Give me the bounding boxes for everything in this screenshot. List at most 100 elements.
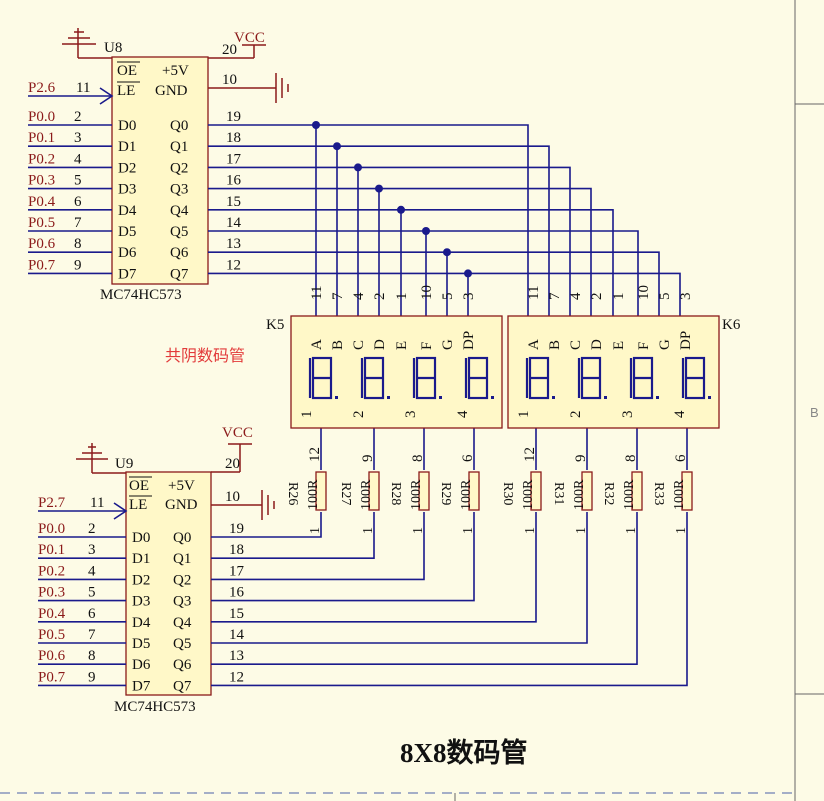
input-pin-number: 7 bbox=[74, 215, 82, 231]
u8-output-trace bbox=[208, 230, 639, 316]
resistor-body bbox=[315, 471, 327, 511]
input-pin-name: D4 bbox=[132, 615, 151, 631]
segment-pin-number: 7 bbox=[547, 292, 563, 300]
input-pin-name: D5 bbox=[118, 224, 136, 240]
input-net-label: P0.2 bbox=[28, 151, 55, 167]
resistor-ref: R26 bbox=[285, 482, 300, 505]
segment-pin-number: 4 bbox=[351, 292, 367, 300]
digit-glyph bbox=[412, 356, 442, 400]
input-net-label: P0.5 bbox=[28, 215, 55, 231]
resistor-body bbox=[368, 471, 380, 511]
segment-pin-number: 11 bbox=[309, 286, 325, 300]
decimal-point bbox=[491, 396, 494, 399]
junction-dot bbox=[375, 184, 383, 193]
digit-pin-number: 9 bbox=[360, 455, 376, 463]
margin-zone-label: B bbox=[810, 405, 819, 420]
resistor-ref: R30 bbox=[500, 482, 515, 505]
pwr-pin-number: 20 bbox=[222, 42, 237, 58]
u8-ref: U8 bbox=[104, 40, 122, 56]
output-pin-name: Q3 bbox=[170, 182, 188, 198]
output-pin-number: 12 bbox=[226, 257, 241, 273]
resistor-ref: R33 bbox=[651, 482, 666, 505]
input-net-label: P0.1 bbox=[38, 542, 65, 558]
resistor-pin-1: 1 bbox=[361, 527, 376, 534]
resistor-value: 100R bbox=[409, 479, 424, 510]
digit-glyph bbox=[525, 356, 555, 400]
u9-output-trace bbox=[211, 512, 475, 602]
digit-common-label: 1 bbox=[299, 411, 315, 419]
output-pin-name: Q2 bbox=[170, 160, 188, 176]
digit-pin-number: 12 bbox=[307, 447, 323, 462]
segment-name: F bbox=[636, 342, 652, 350]
junction-dot bbox=[333, 142, 341, 151]
output-pin-number: 13 bbox=[229, 648, 244, 664]
segment-pin-number: 1 bbox=[394, 293, 410, 301]
resistor-pin-1: 1 bbox=[574, 527, 589, 534]
input-pin-number: 8 bbox=[88, 648, 96, 664]
output-pin-number: 14 bbox=[229, 627, 245, 643]
u9-gnd-label: GND bbox=[165, 497, 198, 513]
segment-name: D bbox=[372, 339, 388, 350]
digit-common-label: 3 bbox=[620, 411, 636, 419]
pwr-pin-number: 20 bbox=[225, 456, 240, 472]
k5-ref: K5 bbox=[266, 317, 284, 333]
input-net-label: P0.7 bbox=[38, 669, 66, 685]
u8-gnd-label: GND bbox=[155, 83, 188, 99]
input-pin-name: D5 bbox=[132, 636, 150, 652]
digit-glyph bbox=[360, 356, 390, 400]
input-net-label: P0.0 bbox=[38, 521, 65, 537]
resistor-ref: R32 bbox=[601, 482, 616, 505]
resistor-value: 100R bbox=[572, 479, 587, 510]
resistor-value: 100R bbox=[359, 479, 374, 510]
le-clock-mark bbox=[99, 87, 114, 105]
input-pin-number: 6 bbox=[88, 606, 96, 622]
input-pin-name: D6 bbox=[118, 245, 137, 261]
input-pin-name: D2 bbox=[132, 572, 150, 588]
gnd-pin-number: 10 bbox=[222, 72, 237, 88]
u9-le-label: LE bbox=[129, 497, 147, 513]
input-net-label: P0.4 bbox=[38, 606, 66, 622]
input-pin-name: D3 bbox=[132, 594, 150, 610]
output-pin-number: 19 bbox=[226, 109, 241, 125]
junction-dots bbox=[312, 121, 472, 278]
output-pin-number: 13 bbox=[226, 236, 241, 252]
output-pin-name: Q1 bbox=[170, 139, 188, 155]
resistor-pin-1: 1 bbox=[411, 527, 426, 534]
output-pin-number: 17 bbox=[229, 563, 245, 579]
u8-body bbox=[111, 56, 209, 285]
output-pin-number: 12 bbox=[229, 669, 244, 685]
u8-output-trace bbox=[208, 166, 571, 316]
input-net-label: P0.0 bbox=[28, 109, 55, 125]
digit-glyph bbox=[464, 356, 494, 400]
input-pin-number: 3 bbox=[88, 542, 96, 558]
resistor-value: 100R bbox=[459, 479, 474, 510]
decimal-point bbox=[387, 396, 390, 399]
digit-common-label: 4 bbox=[455, 410, 471, 418]
input-pin-name: D6 bbox=[132, 657, 151, 673]
le-pin-number: 11 bbox=[76, 80, 90, 96]
junction-dot bbox=[422, 227, 430, 235]
le-net-label: P2.7 bbox=[38, 495, 66, 511]
digit-pin-number: 6 bbox=[673, 454, 689, 462]
junction-dot bbox=[312, 121, 320, 129]
le-pin-number: 11 bbox=[90, 495, 104, 511]
segment-pin-number: 5 bbox=[657, 293, 673, 301]
segment-name: E bbox=[611, 341, 627, 350]
input-pin-name: D0 bbox=[132, 530, 150, 546]
u8-le-label: LE bbox=[117, 83, 135, 99]
segment-pin-number: 1 bbox=[611, 293, 627, 301]
input-pin-name: D1 bbox=[132, 551, 150, 567]
segment-pin-number: 10 bbox=[636, 285, 652, 300]
u9-output-trace bbox=[211, 512, 537, 623]
segment-pin-number: 4 bbox=[568, 292, 584, 300]
resistor-ref: R31 bbox=[551, 482, 566, 505]
input-net-label: P0.3 bbox=[38, 585, 65, 601]
output-pin-number: 14 bbox=[226, 215, 242, 231]
u9-ref: U9 bbox=[115, 456, 133, 472]
input-pin-number: 7 bbox=[88, 627, 96, 643]
resistor-body bbox=[530, 471, 542, 511]
digit-pin-number: 8 bbox=[410, 455, 426, 463]
